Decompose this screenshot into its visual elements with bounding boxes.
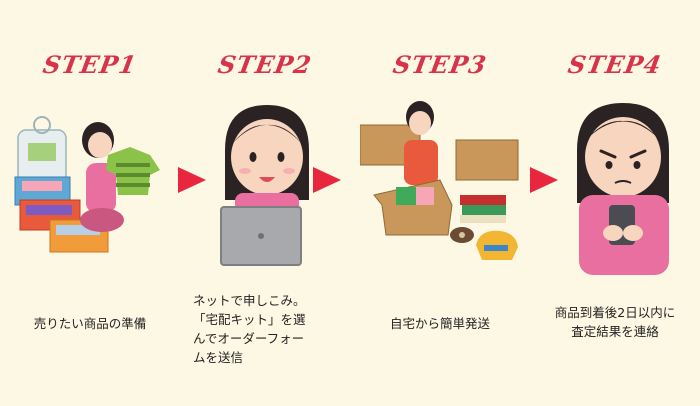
step-3: STEP3 自宅から簡単発送 xyxy=(360,0,520,406)
step-1-title: STEP1 xyxy=(40,50,140,79)
arrow-right-icon xyxy=(530,167,558,193)
step-1: STEP1 売りたい商品の準備 xyxy=(10,0,170,406)
step-3-title: STEP3 xyxy=(390,50,490,79)
step-2-title: STEP2 xyxy=(215,50,315,79)
step-4: STEP4 商品到着後2日以内に 査定結果を連絡 xyxy=(535,0,695,406)
step-1-caption: 売りたい商品の準備 xyxy=(33,316,147,331)
step-3-illustration xyxy=(360,101,519,260)
step-2: STEP2 ネットで申しこみ。 「宅配キット」を選 んでオーダーフォー ムを送信 xyxy=(185,0,345,406)
arrow-right-icon xyxy=(178,167,206,193)
step-4-title: STEP4 xyxy=(565,50,665,79)
step-2-illustration xyxy=(220,105,309,266)
step-3-caption: 自宅から簡単発送 xyxy=(389,316,490,331)
arrow-right-icon xyxy=(313,167,341,193)
step-4-caption: 商品到着後2日以内に 査定結果を連絡 xyxy=(554,305,676,339)
step-1-illustration xyxy=(14,116,160,253)
step-4-illustration xyxy=(577,103,669,275)
step-2-caption: ネットで申しこみ。 「宅配キット」を選 んでオーダーフォー ムを送信 xyxy=(193,293,306,365)
